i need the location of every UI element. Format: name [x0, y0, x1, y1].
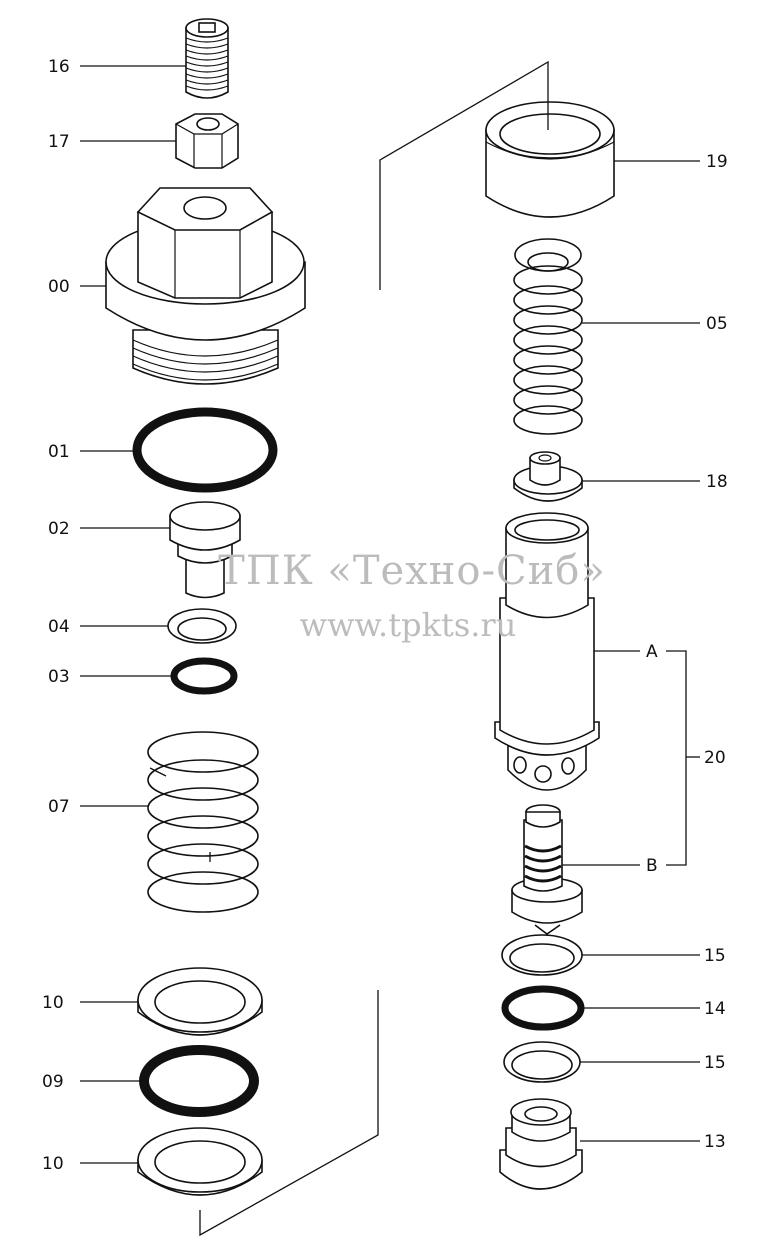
label-00: 00	[48, 277, 70, 297]
part-13-plug	[499, 1098, 583, 1190]
assembly-connector-bottom	[199, 990, 379, 1237]
label-15-lower: 15	[704, 1053, 726, 1073]
label-02: 02	[48, 519, 70, 539]
part-17-hex-nut	[175, 113, 239, 169]
part-04-backup-ring	[167, 608, 237, 644]
watermark-url: www.tpkts.ru	[300, 606, 517, 644]
part-15-backup-ring-upper	[501, 934, 583, 976]
part-20B-poppet	[511, 804, 583, 935]
label-14: 14	[704, 999, 726, 1019]
label-19: 19	[706, 152, 728, 172]
callout-labels: 16 17 00 01 02 04 03 07 10 09 10 19 05 1…	[42, 57, 728, 1174]
part-18-spring-seat	[513, 451, 583, 502]
label-18: 18	[706, 472, 728, 492]
label-15-upper: 15	[704, 946, 726, 966]
part-16-set-screw	[185, 18, 229, 99]
part-00-valve-body	[105, 187, 306, 385]
part-20A-sleeve	[494, 512, 600, 791]
label-04: 04	[48, 617, 70, 637]
label-B: B	[646, 856, 658, 876]
label-16: 16	[48, 57, 70, 77]
label-05: 05	[706, 314, 728, 334]
leader-lines	[80, 65, 700, 1164]
part-03-o-ring	[170, 657, 238, 695]
part-15-backup-ring-lower	[503, 1041, 581, 1083]
assembly-connector-top	[379, 60, 549, 290]
part-02-piston	[169, 501, 241, 599]
part-05-spring	[513, 238, 583, 435]
label-09: 09	[42, 1072, 64, 1092]
part-19-cap	[485, 101, 615, 218]
label-13: 13	[704, 1132, 726, 1152]
part-10-washer-lower	[137, 1127, 263, 1196]
part-10-washer-upper	[137, 967, 263, 1036]
label-10-lower: 10	[42, 1154, 64, 1174]
watermark: ТПК «Техно-Сиб» www.tpkts.ru	[218, 548, 606, 644]
part-09-o-ring	[139, 1045, 259, 1117]
label-A: A	[646, 642, 658, 662]
label-17: 17	[48, 132, 70, 152]
label-10-upper: 10	[42, 993, 64, 1013]
label-07: 07	[48, 797, 70, 817]
part-07-spring	[147, 731, 259, 913]
label-03: 03	[48, 667, 70, 687]
label-01: 01	[48, 442, 70, 462]
watermark-company: ТПК «Техно-Сиб»	[218, 548, 606, 594]
part-01-o-ring	[132, 407, 278, 493]
part-14-o-ring	[501, 985, 585, 1031]
label-20: 20	[704, 748, 726, 768]
